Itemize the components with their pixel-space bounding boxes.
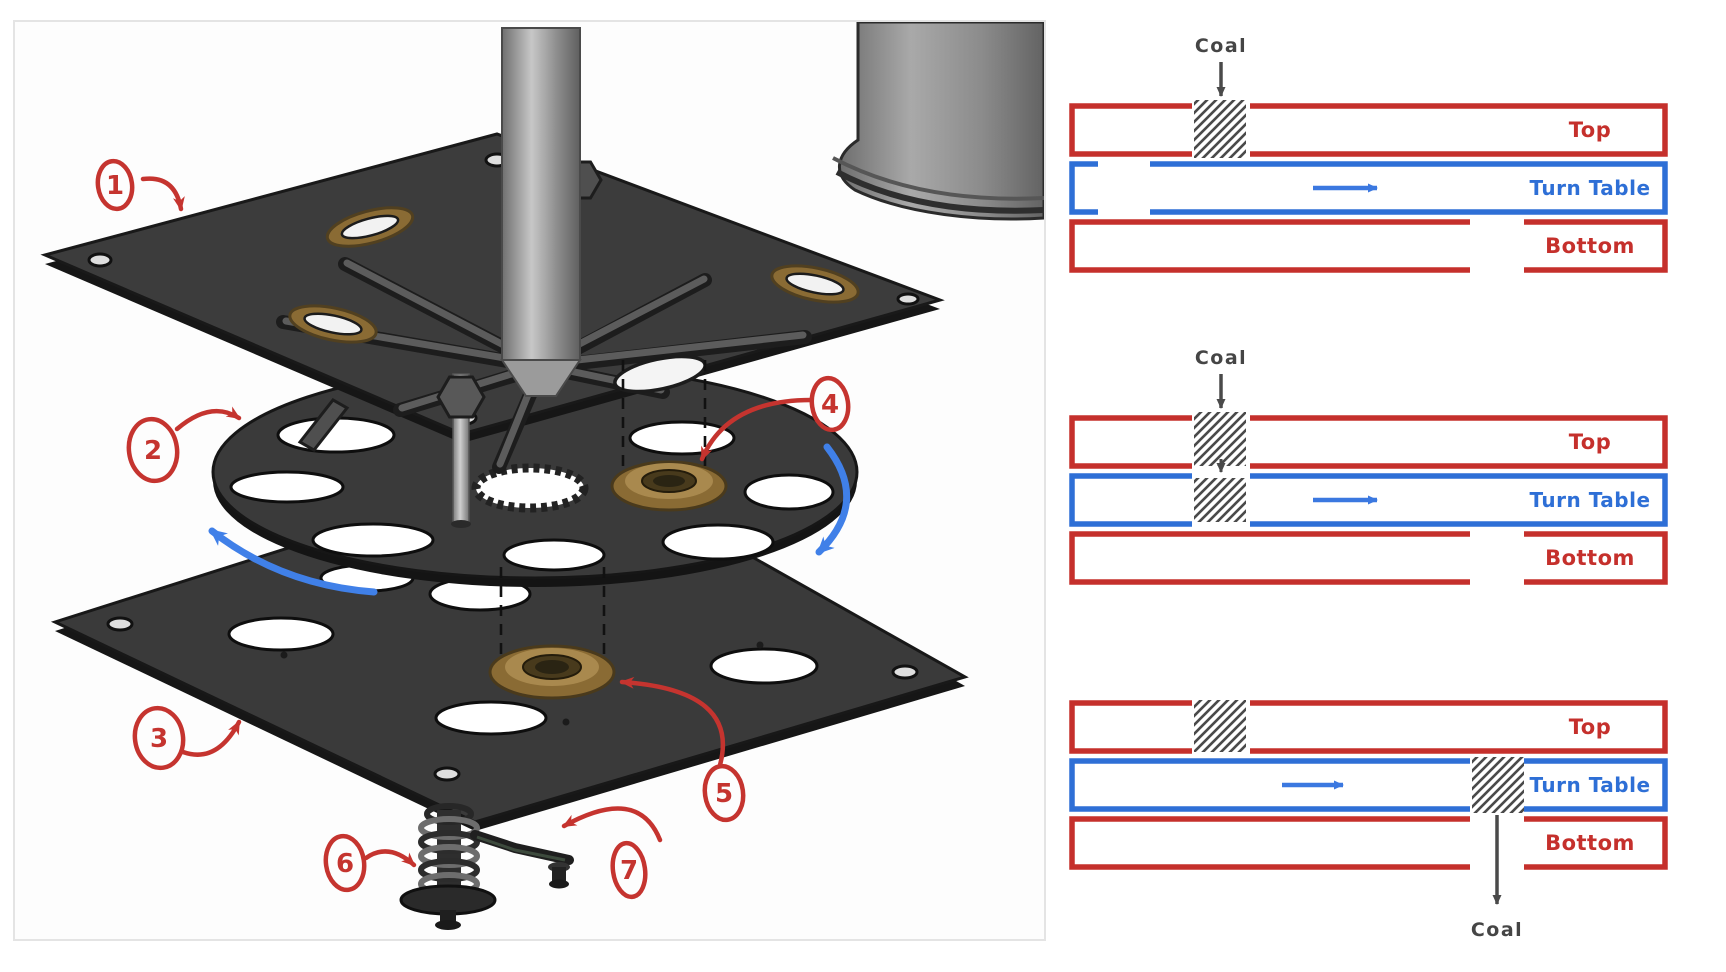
callout-4: 4 bbox=[699, 375, 851, 462]
top-label: Top bbox=[1569, 430, 1612, 454]
turntable-label: Turn Table bbox=[1529, 773, 1650, 797]
disc-hole bbox=[743, 473, 835, 511]
callout-3: 3 bbox=[132, 705, 242, 771]
callout-3-number: 3 bbox=[150, 724, 168, 754]
bottom-label: Bottom bbox=[1545, 546, 1635, 570]
turntable-bar bbox=[1069, 161, 1668, 215]
callout-6: 6 bbox=[323, 833, 417, 893]
brass-slot bbox=[325, 206, 415, 248]
turntable-bar bbox=[1069, 473, 1668, 527]
corner-hole bbox=[896, 292, 920, 306]
callout-2-number: 2 bbox=[144, 436, 162, 466]
turntable-label: Turn Table bbox=[1529, 176, 1650, 200]
cad-exploded-view-panel: 1 2 3 4 5 6 7 bbox=[13, 20, 1046, 941]
callout-2: 2 bbox=[126, 406, 242, 484]
coal-flow-schematics: Coal Top Turn Table Bottom Coal bbox=[1069, 35, 1668, 941]
bottom-plate-bar bbox=[1069, 531, 1668, 585]
callout-4-number: 4 bbox=[821, 390, 839, 420]
coal-hatch bbox=[1194, 700, 1246, 752]
callout-7-number: 7 bbox=[620, 856, 638, 886]
gear-toothed-hole bbox=[471, 463, 589, 513]
coal-hatch bbox=[1194, 412, 1246, 466]
cad-exploded-view: 1 2 3 4 5 6 7 bbox=[40, 22, 1044, 930]
bottom-plate-bar bbox=[1069, 816, 1668, 870]
bottom-label: Bottom bbox=[1545, 234, 1635, 258]
schematic-step-1: Coal Top Turn Table Bottom bbox=[1069, 35, 1668, 273]
top-plate-bar bbox=[1069, 103, 1668, 157]
corner-hole bbox=[891, 664, 919, 680]
corner-hole bbox=[106, 616, 134, 632]
disc-hole bbox=[628, 420, 736, 456]
disc-hole bbox=[502, 538, 606, 572]
brass-bushing-upper bbox=[610, 460, 728, 512]
schematic-step-2: Coal Top Turn Table Bottom bbox=[1069, 347, 1668, 585]
top-label: Top bbox=[1569, 715, 1612, 739]
bottom-plate-bar bbox=[1069, 219, 1668, 273]
brass-bushing-lower bbox=[488, 644, 616, 700]
coal-hatch bbox=[1194, 100, 1246, 158]
top-plate-bar bbox=[1069, 415, 1668, 469]
callout-5-number: 5 bbox=[715, 779, 733, 809]
drive-shaft bbox=[500, 27, 582, 397]
center-rod bbox=[436, 373, 486, 528]
turntable-label: Turn Table bbox=[1529, 488, 1650, 512]
plate-hole bbox=[434, 700, 548, 736]
callout-5: 5 bbox=[619, 676, 746, 823]
plate-hole bbox=[709, 647, 819, 685]
operation-schematics-panel: Coal Top Turn Table Bottom Coal bbox=[1046, 0, 1726, 972]
top-label: Top bbox=[1569, 118, 1612, 142]
coal-hopper-cylinder bbox=[832, 22, 1044, 221]
disc-hole bbox=[311, 522, 435, 558]
schematic-step-3: Top Turn Table Bottom Coal bbox=[1069, 700, 1668, 941]
brass-slot bbox=[288, 304, 378, 344]
callout-6-number: 6 bbox=[336, 849, 354, 879]
compression-spring bbox=[399, 803, 497, 930]
coal-label: Coal bbox=[1195, 35, 1247, 57]
lock-lever bbox=[470, 830, 574, 889]
coal-label: Coal bbox=[1195, 347, 1247, 369]
turntable-disc bbox=[211, 364, 859, 587]
coal-hatch bbox=[1194, 478, 1246, 522]
disc-hole bbox=[229, 470, 345, 504]
corner-hole bbox=[433, 766, 461, 782]
rotation-arrow-right bbox=[815, 443, 851, 556]
plate-hole bbox=[227, 616, 335, 652]
alignment-dashes-lower bbox=[499, 567, 606, 662]
top-plate-bar bbox=[1069, 700, 1668, 754]
turntable-bar bbox=[1069, 758, 1668, 812]
disc-hole bbox=[661, 523, 775, 561]
top-plate bbox=[40, 132, 945, 474]
bottom-plate bbox=[50, 455, 969, 831]
callout-1-number: 1 bbox=[106, 171, 124, 201]
brass-slot bbox=[770, 264, 860, 304]
callout-1: 1 bbox=[95, 158, 185, 212]
bottom-label: Bottom bbox=[1545, 831, 1635, 855]
coal-label: Coal bbox=[1471, 919, 1523, 941]
coal-hatch bbox=[1472, 757, 1524, 813]
hex-nut bbox=[436, 375, 486, 419]
tilted-fin bbox=[297, 398, 350, 452]
rotation-arrow-left bbox=[208, 527, 378, 596]
callout-7: 7 bbox=[561, 806, 663, 900]
corner-hole bbox=[87, 252, 113, 268]
